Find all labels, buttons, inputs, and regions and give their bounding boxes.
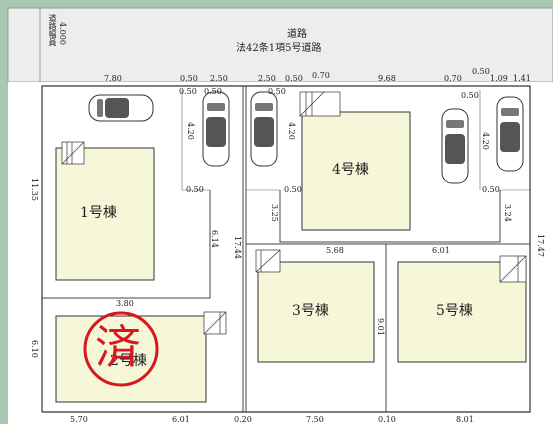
house-4-label: 4号棟	[332, 162, 369, 178]
stamp-circle	[83, 311, 159, 387]
lot-1-boundary	[42, 190, 211, 299]
house-3-label: 3号棟	[292, 303, 329, 319]
dimension-label: 1.41	[513, 74, 531, 83]
house-2-label: 2号棟	[110, 353, 147, 369]
dimension-label: 0.70	[312, 71, 330, 80]
dimension-label: 11.35	[30, 178, 39, 201]
dimension-label: 0.50	[180, 74, 198, 83]
road-width-label: 道路幅員	[48, 14, 57, 46]
dimension-label: 4.20	[287, 122, 296, 140]
house-1-building	[55, 147, 155, 281]
car-icon	[250, 91, 278, 167]
dimension-label: 3.25	[270, 204, 279, 222]
lot-4-boundary	[279, 190, 501, 243]
dimension-label: 4.20	[186, 122, 195, 140]
dimension-label: 9.68	[378, 74, 396, 83]
stair-icon	[255, 249, 281, 273]
dimension-label: 0.50	[472, 67, 490, 76]
dimension-label: 1.09	[490, 74, 508, 83]
dimension-label: 0.50	[186, 185, 204, 194]
dimension-label: 2.50	[258, 74, 276, 83]
dimension-label: 0.70	[444, 74, 462, 83]
dimension-label: 3.24	[503, 204, 512, 222]
car-icon	[441, 108, 469, 184]
stair-icon	[299, 91, 341, 117]
dimension-label: 5.70	[70, 415, 88, 424]
car-icon	[88, 94, 154, 122]
house-2-building	[55, 315, 207, 403]
dimension-label: 4.20	[481, 132, 490, 150]
dimension-label: 17.47	[536, 234, 545, 257]
stair-icon	[61, 141, 85, 165]
stamp-text: 済	[95, 320, 141, 374]
road-subtitle: 法42条1項5号道路	[236, 43, 322, 54]
car-icon	[496, 96, 524, 172]
dimension-label: 6.01	[172, 415, 190, 424]
dimension-label: 0.50	[268, 87, 286, 96]
dimension-label: 6.14	[210, 230, 219, 248]
road-title: 道路	[287, 29, 307, 40]
road	[7, 7, 553, 83]
dimension-label: 0.50	[284, 185, 302, 194]
dimension-label: 0.50	[204, 87, 222, 96]
dimension-label: 17.44	[233, 236, 242, 259]
dimension-label: 0.20	[234, 415, 252, 424]
dimension-label: 6.10	[30, 340, 39, 358]
dimension-label: 6.01	[432, 246, 450, 255]
stair-icon	[499, 255, 527, 283]
dimension-label: 7.50	[306, 415, 324, 424]
site-boundary	[41, 85, 531, 413]
dimension-label: 5.68	[326, 246, 344, 255]
dimension-label: 0.50	[461, 91, 479, 100]
house-4-building	[301, 111, 411, 231]
dimension-label: 7.80	[104, 74, 122, 83]
house-5-label: 5号棟	[436, 303, 473, 319]
dimension-label: 0.10	[378, 415, 396, 424]
stair-icon	[203, 311, 227, 335]
dimension-label: 9.01	[376, 318, 385, 336]
car-icon	[202, 91, 230, 167]
house-3-building	[257, 261, 375, 363]
road-width-value: 4.000	[58, 22, 67, 45]
dimension-label: 8.01	[456, 415, 474, 424]
dimension-label: 0.50	[482, 185, 500, 194]
dimension-label: 2.50	[210, 74, 228, 83]
dimension-label: 0.50	[179, 87, 197, 96]
dimension-label: 0.50	[285, 74, 303, 83]
dimension-label: 3.80	[116, 299, 134, 308]
house-1-label: 1号棟	[80, 205, 117, 221]
